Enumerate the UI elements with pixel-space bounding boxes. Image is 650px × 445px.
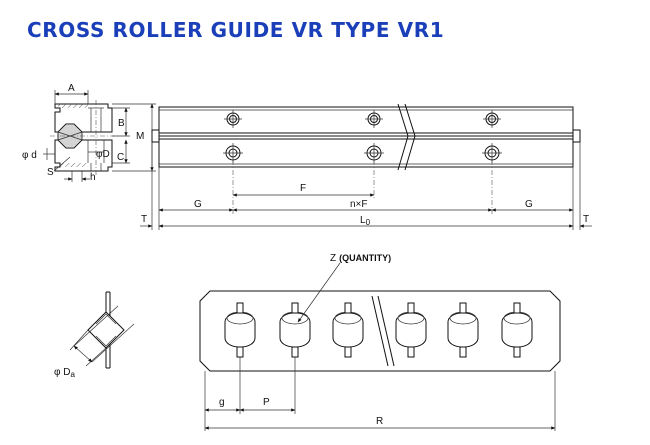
cross-section-view: A B M C φ d φD S h — [22, 83, 156, 183]
dim-R-label: R — [376, 416, 383, 427]
roller-2 — [279, 302, 311, 358]
dim-T-left-label: T — [141, 214, 147, 225]
dim-B-label: B — [118, 118, 125, 129]
roller-6 — [501, 302, 533, 358]
upper-hole-3 — [483, 110, 501, 128]
dim-nF-label: n×F — [350, 199, 368, 210]
rail-top-view: F G n×F G T L0 T — [140, 103, 592, 230]
roller-side-view: φ Da — [54, 291, 135, 379]
dim-F-label: F — [300, 183, 306, 194]
dim-A-label: A — [68, 83, 75, 94]
dim-S-label: S — [47, 167, 54, 178]
dim-G-right-label: G — [525, 199, 533, 210]
upper-hole-2 — [365, 110, 383, 128]
dim-T-right-label: T — [583, 214, 589, 225]
dim-h-label: h — [90, 172, 96, 183]
dim-D-label: φD — [96, 149, 110, 160]
dim-d-label: φ d — [22, 150, 37, 161]
roller-quantity-label: Z(QUANTITY) — [330, 253, 391, 264]
roller-4 — [395, 302, 427, 358]
roller-3 — [332, 302, 364, 358]
dim-P-label: P — [263, 397, 270, 408]
dim-M-label: M — [136, 131, 144, 142]
dim-Da-label: φ Da — [54, 367, 75, 379]
lower-hole-2 — [364, 143, 384, 163]
roller-cage-view: Z(QUANTITY) g P R — [199, 253, 561, 431]
dim-g-label: g — [219, 397, 225, 408]
dim-C-label: C — [117, 152, 124, 163]
upper-hole-1 — [224, 110, 242, 128]
roller-5 — [447, 302, 479, 358]
roller-1 — [224, 302, 256, 358]
dim-G-left-label: G — [194, 199, 202, 210]
page-title: CROSS ROLLER GUIDE VR TYPE VR1 — [27, 18, 445, 42]
dim-L0-label: L0 — [360, 215, 371, 227]
